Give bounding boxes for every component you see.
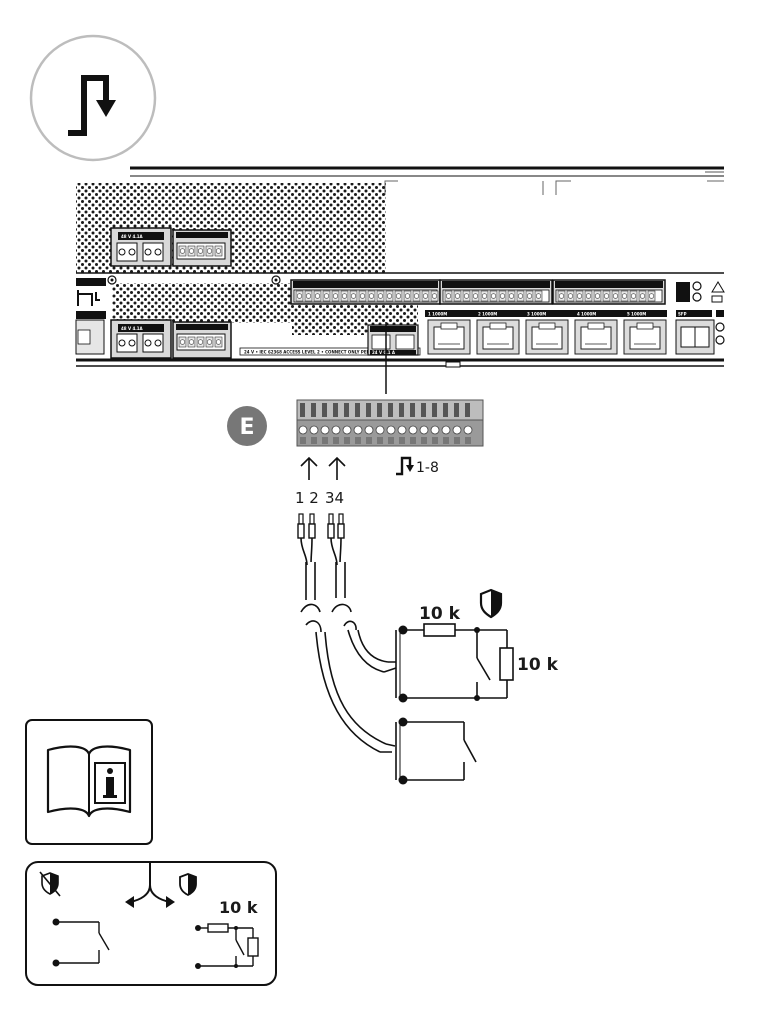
- ethernet-ports: 1 1000M 2 1000M 3 1000M 4 1000M 5 1000M: [425, 310, 667, 355]
- control-output-header-a: [439, 279, 553, 305]
- rj45-port-2[interactable]: [476, 319, 520, 355]
- manual-info-icon: [25, 719, 153, 845]
- supervised-circuit: [395, 623, 514, 699]
- control-input-small-icon: [396, 456, 414, 476]
- unsupervised-circuit: [395, 721, 477, 781]
- series-resistor-label: 10 k: [419, 604, 461, 624]
- port-label-3: 3 1000M: [527, 312, 546, 317]
- sfp-label: SFP: [678, 312, 687, 317]
- legend-shield-icon: [179, 873, 197, 897]
- callout-badge: E: [227, 406, 267, 446]
- shield-crossed-icon: [39, 871, 61, 897]
- psu-label-upper: 48 V 4.1A: [121, 234, 144, 239]
- supervision-legend-box: 10 k: [25, 861, 277, 986]
- port-label-1: 1 1000M: [428, 312, 447, 317]
- pin-label-a: 1 2: [295, 489, 319, 507]
- parallel-resistor: [499, 647, 514, 681]
- rj45-port-4[interactable]: [574, 319, 618, 355]
- control-input-icon: [68, 75, 116, 136]
- relay-connector-lower: [172, 321, 232, 359]
- control-output-header-b: [552, 279, 666, 305]
- input-range-label: 1-8: [396, 456, 439, 476]
- series-resistor: [423, 623, 456, 637]
- relay-supply-connector: 24 V 0.1 A: [367, 324, 419, 356]
- input-range-text: 1-8: [416, 460, 439, 476]
- rj45-port-3[interactable]: [525, 319, 569, 355]
- rj45-port-1[interactable]: [427, 319, 471, 355]
- pin-label-b: 34: [325, 489, 344, 507]
- insertion-arrows: [300, 456, 346, 480]
- port-label-5: 5 1000M: [627, 312, 646, 317]
- cable-supervised: [330, 537, 397, 673]
- wire-ferrules: [297, 513, 345, 539]
- relay-supply-label: 24 V 0.1 A: [372, 350, 396, 355]
- psu-connector-lower: 48 V 4.1A: [110, 319, 172, 359]
- legend-unsupervised-circuit: [57, 921, 110, 964]
- callout-letter: E: [239, 415, 254, 440]
- legend-resistor-label: 10 k: [219, 898, 258, 917]
- port-label-2: 2 1000M: [478, 312, 497, 317]
- shield-supervised-icon: [479, 588, 503, 619]
- left-edge-module: [75, 278, 106, 355]
- warning-text: 24 V • IEC 62368 ACCESS LEVEL 2 • CONNEC…: [244, 350, 373, 355]
- control-input-circle: [29, 34, 157, 162]
- parallel-resistor-label: 10 k: [517, 655, 559, 675]
- status-leds: [676, 281, 725, 345]
- cable-unsupervised: [300, 537, 396, 753]
- relay-connector-upper: [172, 229, 232, 267]
- psu-label-lower: 48 V 4.1A: [121, 326, 144, 331]
- psu-connector-upper: 48 V 4.1A: [110, 227, 172, 267]
- rj45-port-5[interactable]: [623, 319, 667, 355]
- port-label-4: 4 1000M: [577, 312, 596, 317]
- sfp-port[interactable]: SFP: [675, 310, 715, 355]
- terminal-plug: [296, 399, 484, 447]
- ventilation-grille-lower: [112, 283, 292, 323]
- device-rear-panel: 48 V 4.1A 48 V 4.1A: [75, 166, 725, 368]
- control-input-header: [290, 279, 441, 305]
